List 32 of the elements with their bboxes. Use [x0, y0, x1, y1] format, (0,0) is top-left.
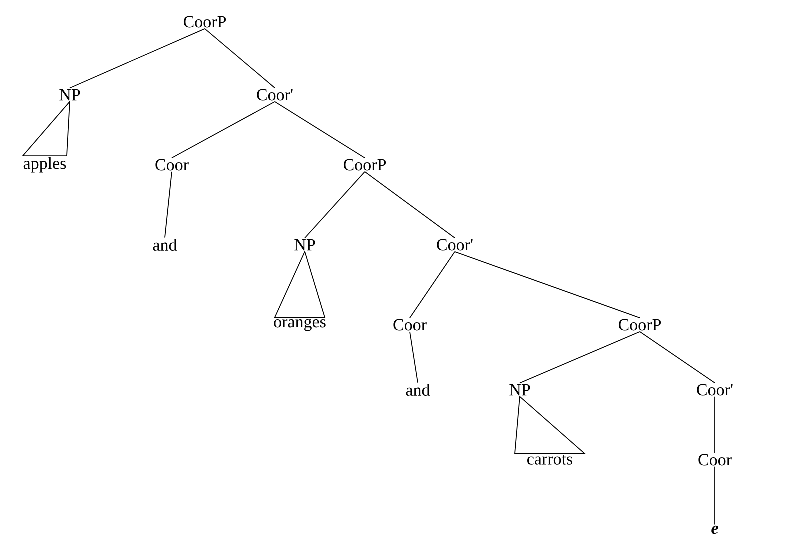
branch-line — [172, 101, 276, 159]
branch-line — [70, 28, 206, 89]
branch-line — [204, 28, 276, 89]
tree-label: apples — [24, 157, 66, 173]
branch-line — [714, 466, 716, 526]
tree-label: Coor — [698, 454, 732, 466]
branch-line — [454, 251, 640, 319]
tree-label: Coor — [156, 159, 189, 171]
tree-label: NP — [294, 239, 316, 251]
tree-label: Coor' — [697, 384, 733, 396]
tree-label: e — [712, 526, 718, 534]
branch-line — [274, 101, 366, 159]
branch-line — [164, 171, 172, 238]
tree-label: oranges — [274, 318, 326, 332]
branch-line — [640, 331, 716, 384]
tree-label: CoorP — [184, 16, 226, 28]
branch-line — [364, 171, 456, 239]
tree-label: and — [406, 384, 430, 396]
tree-label: NP — [510, 384, 530, 396]
tree-label: carrots — [528, 455, 573, 465]
tree-label: Coor' — [257, 89, 293, 101]
tree-label: Coor — [394, 319, 427, 331]
tree-label: CoorP — [344, 159, 386, 171]
tree-label: CoorP — [618, 319, 662, 331]
branch-line — [520, 331, 640, 384]
branch-line — [410, 251, 456, 319]
tree-label: and — [153, 239, 178, 251]
branch-line — [304, 171, 366, 239]
branch-line — [410, 331, 418, 384]
tree-label: Coor' — [437, 239, 473, 251]
tree-label: NP — [60, 89, 80, 101]
branch-line — [714, 396, 716, 454]
